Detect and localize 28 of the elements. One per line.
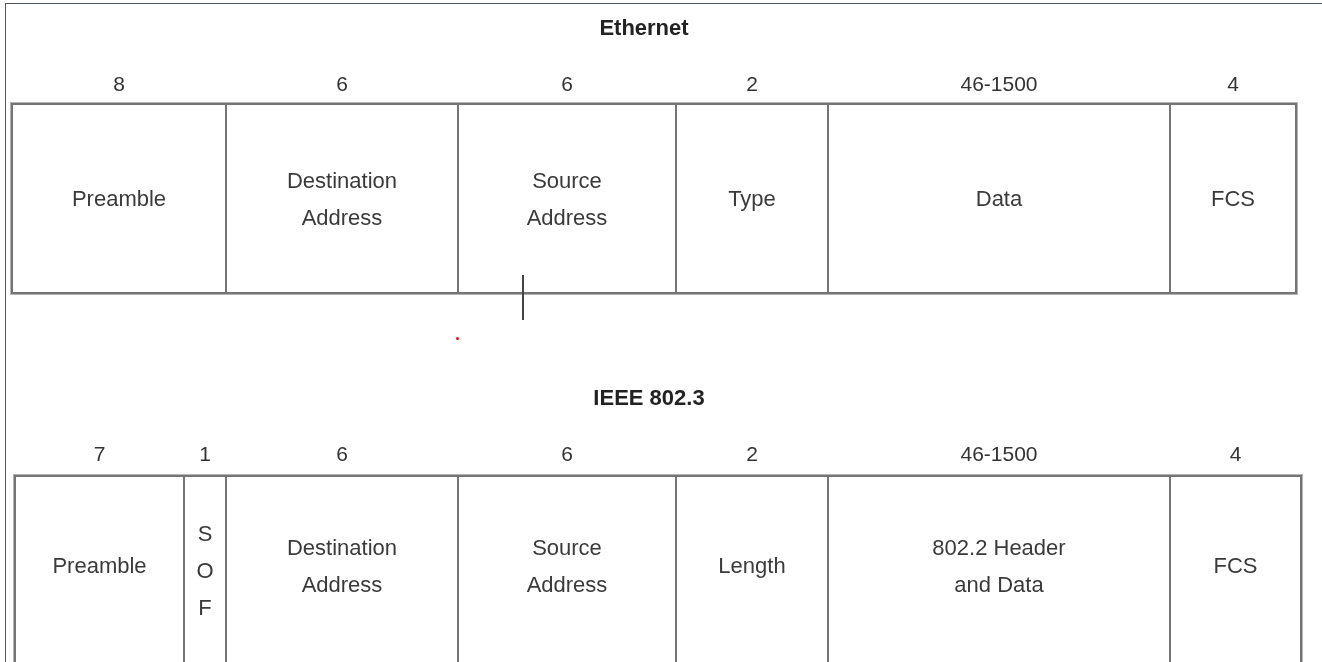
byte-count: 4 [1226, 72, 1240, 96]
field-name: FCS [1211, 185, 1255, 213]
field-name: FCS [1213, 552, 1258, 580]
field-name: Source Address [525, 166, 609, 232]
field-name: Length [718, 552, 786, 580]
byte-count: 6 [560, 72, 574, 96]
field-name: Destination Address [285, 533, 399, 599]
frame-title: Ethernet [598, 15, 690, 41]
field-name: 802.2 Header and Data [931, 533, 1067, 599]
byte-count: 1 [198, 442, 212, 466]
frame-title: IEEE 802.3 [592, 385, 706, 411]
byte-count: 4 [1228, 442, 1243, 466]
byte-count: 7 [92, 442, 107, 466]
field-name: Preamble [71, 185, 167, 213]
field-name: Source Address [525, 533, 609, 599]
byte-count: 2 [745, 72, 759, 96]
field-name: Preamble [52, 552, 147, 580]
field-name: Data [975, 185, 1023, 213]
field-name: Type [728, 185, 776, 213]
byte-count: 46-1500 [959, 72, 1039, 96]
byte-count: 6 [335, 442, 349, 466]
byte-count: 6 [560, 442, 574, 466]
byte-count: 8 [112, 72, 126, 96]
field-name: S O F [195, 520, 215, 622]
byte-count: 46-1500 [959, 442, 1039, 466]
byte-count: 2 [745, 442, 759, 466]
byte-count: 6 [335, 72, 349, 96]
field-name: Destination Address [285, 166, 399, 232]
